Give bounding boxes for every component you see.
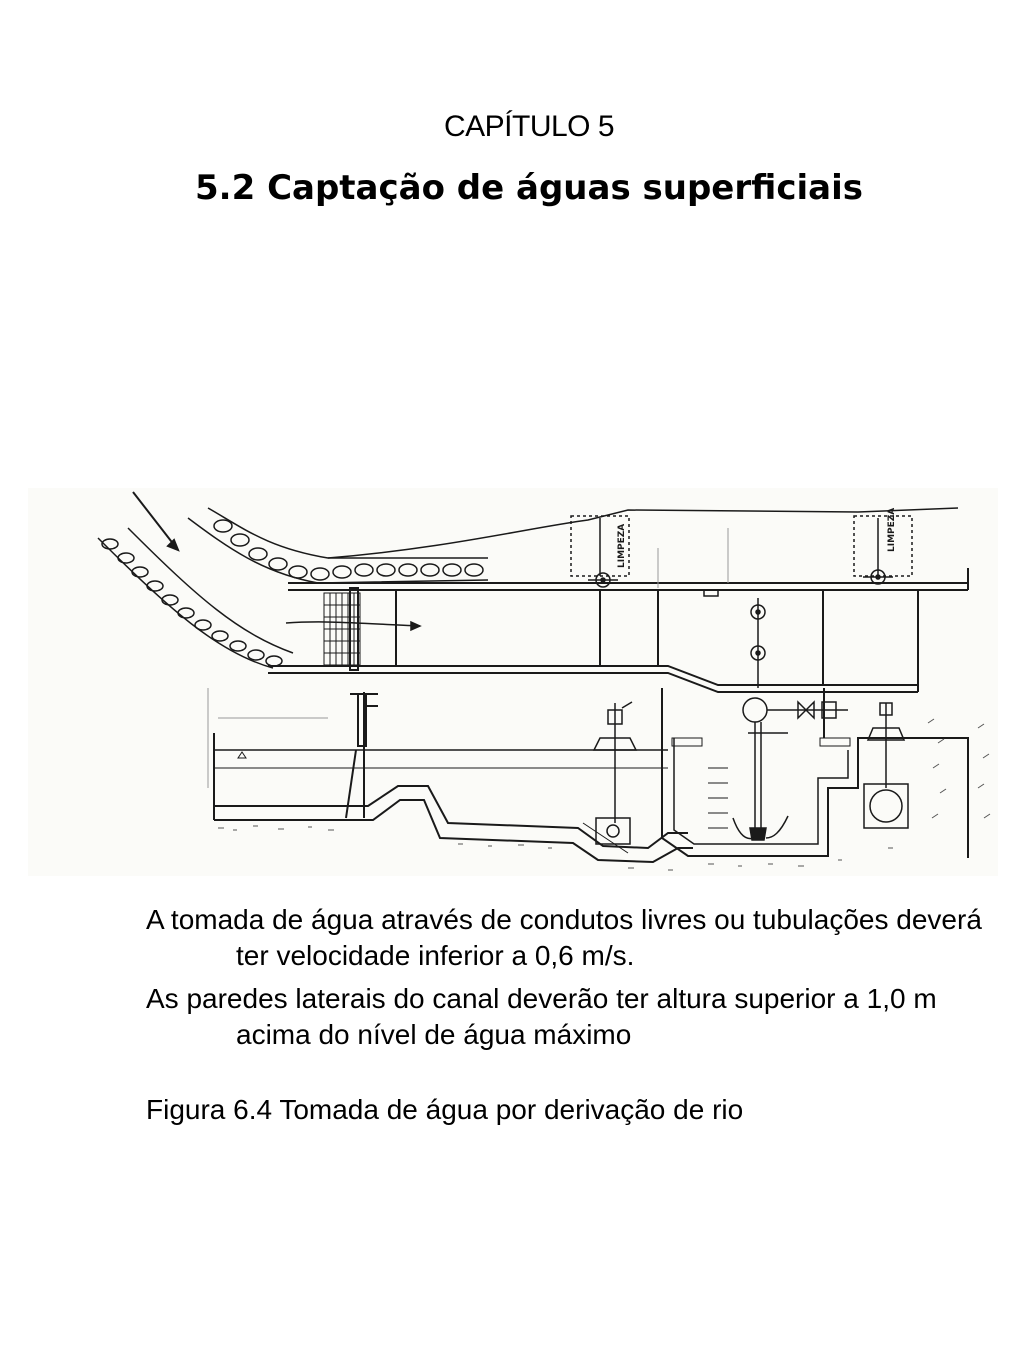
- paragraph-velocity: A tomada de água através de condutos liv…: [146, 904, 982, 972]
- channel-plan: [268, 568, 969, 693]
- ground-texture: [218, 718, 991, 871]
- cleaning-label-left: LIMPEZA: [617, 524, 627, 568]
- channel-section: [213, 692, 693, 864]
- river-flow-arrow: [132, 491, 180, 552]
- leader-line: [582, 822, 629, 854]
- gate-hoist-right: [863, 702, 909, 829]
- gate-hoist-center: [592, 701, 638, 845]
- cleaning-outlet-left: [570, 515, 630, 588]
- intake-technical-drawing: LIMPEZA LIMPEZA: [28, 488, 998, 876]
- riprap-right-bank: [187, 507, 489, 584]
- riprap-left-bank: [97, 527, 294, 669]
- pump-well: [661, 688, 969, 858]
- cleaning-label-right: LIMPEZA: [887, 508, 897, 552]
- pump-assembly: [732, 697, 848, 841]
- chapter-heading: CAPÍTULO 5: [443, 110, 615, 143]
- channel-flow-arrow: [285, 620, 422, 632]
- terrain-top-line: [327, 507, 959, 559]
- figure-caption: Figura 6.4 Tomada de água por derivação …: [146, 1093, 744, 1125]
- cleaning-outlet-right: [853, 515, 913, 585]
- trash-rack: [323, 587, 361, 671]
- body-text: A tomada de água através de condutos liv…: [146, 902, 1006, 1134]
- construction-lines: [207, 528, 729, 788]
- paragraph-side-walls: As paredes laterais do canal deverão ter…: [146, 982, 937, 1051]
- section-title: 5.2 Captação de águas superficiais: [195, 168, 863, 208]
- plan-valves: [703, 589, 766, 688]
